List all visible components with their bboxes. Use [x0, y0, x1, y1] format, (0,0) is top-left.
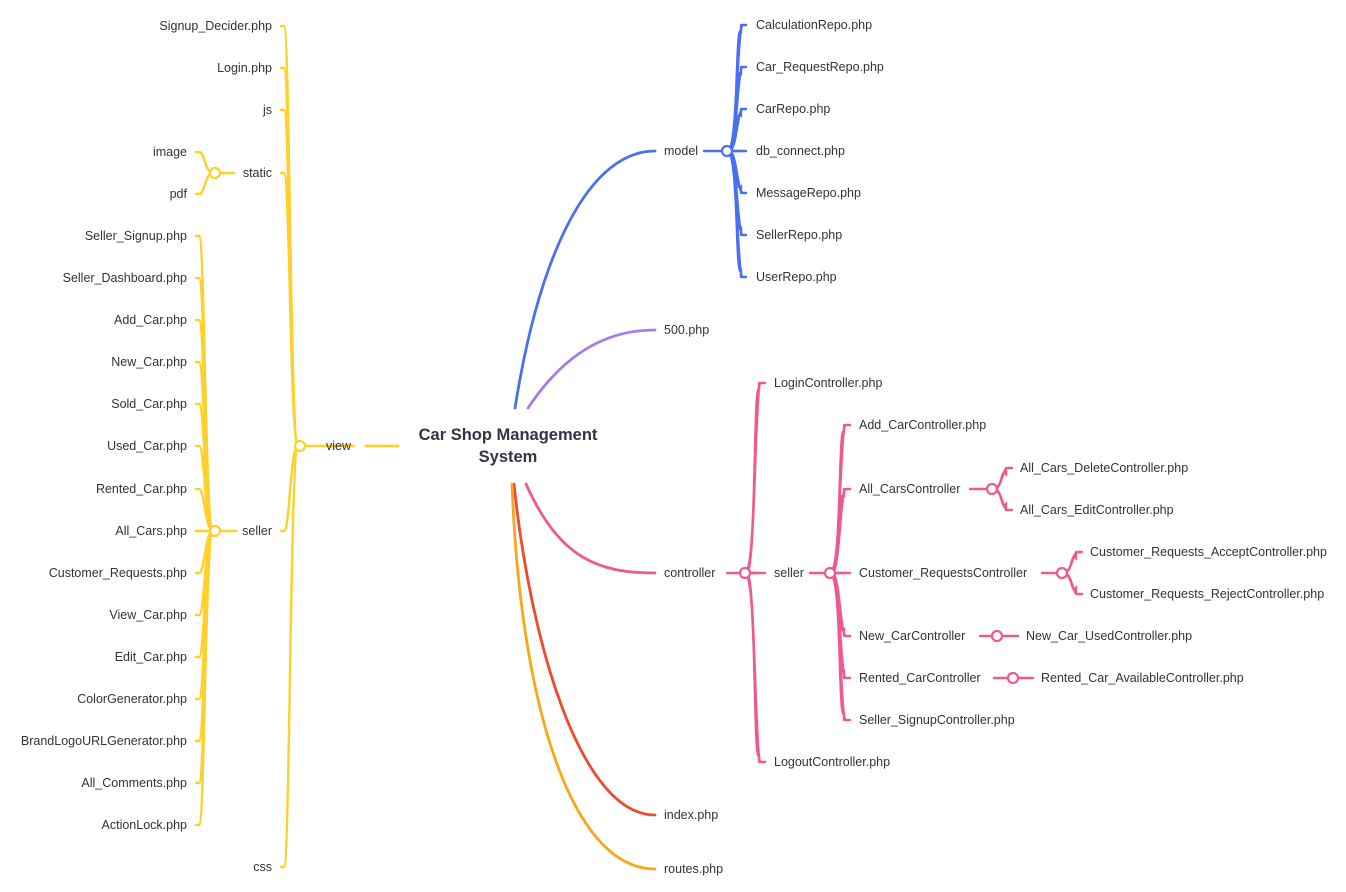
node-login[interactable]: Login.php [217, 61, 272, 75]
all-cars-collapse-knob[interactable] [985, 482, 999, 496]
node-all-comments[interactable]: All_Comments.php [81, 776, 187, 790]
node-car-repo[interactable]: CarRepo.php [756, 102, 831, 116]
node-message-repo[interactable]: MessageRepo.php [756, 186, 861, 200]
node-action-lock[interactable]: ActionLock.php [101, 818, 187, 832]
node-user-repo[interactable]: UserRepo.php [756, 270, 837, 284]
customer-requests-collapse-knob[interactable] [1055, 566, 1069, 580]
node-static[interactable]: static [242, 166, 272, 180]
rented-car-collapse-knob[interactable] [1006, 671, 1020, 685]
node-new-car-used-controller[interactable]: New_Car_UsedController.php [1026, 629, 1193, 643]
node-edit-car[interactable]: Edit_Car.php [114, 650, 187, 664]
node-car-request-repo[interactable]: Car_RequestRepo.php [756, 60, 884, 74]
edge-root-model [513, 149, 657, 410]
model-collapse-knob[interactable] [720, 144, 734, 158]
new-car-collapse-knob[interactable] [990, 629, 1004, 643]
node-new-car[interactable]: New_Car.php [111, 355, 187, 369]
node-view-seller[interactable]: seller [242, 524, 272, 538]
model-edge-6 [727, 149, 748, 279]
edge-root-controller [524, 482, 657, 575]
node-500[interactable]: 500.php [664, 323, 710, 337]
view-seller-collapse-knob[interactable] [208, 524, 222, 538]
node-seller-signup[interactable]: Seller_Signup.php [84, 229, 187, 243]
static-collapse-knob[interactable] [208, 166, 222, 180]
node-all-cars-controller[interactable]: All_CarsController [859, 482, 961, 496]
node-css[interactable]: css [253, 860, 272, 874]
node-brand-logo-url-generator[interactable]: BrandLogoURLGenerator.php [20, 734, 187, 748]
node-view[interactable]: view [326, 439, 352, 453]
node-add-car[interactable]: Add_Car.php [114, 313, 187, 327]
node-index[interactable]: index.php [664, 808, 719, 822]
node-customer-requests[interactable]: Customer_Requests.php [48, 566, 187, 580]
ctrl-edge-2 [745, 571, 767, 764]
node-rented-car[interactable]: Rented_Car.php [95, 482, 187, 496]
root-topic[interactable]: Car Shop Management System [419, 424, 598, 468]
root-topic-line1: Car Shop Management [418, 426, 598, 444]
ctrl-edge-0 [745, 381, 767, 575]
node-new-car-controller[interactable]: New_CarController [859, 629, 966, 643]
node-rented-car-controller[interactable]: Rented_CarController [859, 671, 981, 685]
node-db-connect[interactable]: db_connect.php [756, 144, 845, 158]
node-customer-requests-reject-controller[interactable]: Customer_Requests_RejectController.php [1090, 587, 1325, 601]
node-sold-car[interactable]: Sold_Car.php [111, 397, 187, 411]
edge-root-index [512, 482, 657, 817]
node-routes[interactable]: routes.php [664, 862, 724, 876]
root-topic-line2: System [478, 448, 538, 466]
node-rented-car-available-controller[interactable]: Rented_Car_AvailableController.php [1041, 671, 1244, 685]
node-controller[interactable]: controller [664, 566, 716, 580]
node-controller-seller[interactable]: seller [774, 566, 804, 580]
node-customer-requests-controller[interactable]: Customer_RequestsController [859, 566, 1028, 580]
view-edge-5 [279, 444, 300, 869]
node-model[interactable]: model [664, 144, 699, 158]
node-js[interactable]: js [262, 103, 272, 117]
node-logout-controller[interactable]: LogoutController.php [774, 755, 891, 769]
node-signup-decider[interactable]: Signup_Decider.php [159, 19, 272, 33]
node-color-generator[interactable]: ColorGenerator.php [77, 692, 187, 706]
controller-collapse-knob[interactable] [738, 566, 752, 580]
controller-seller-collapse-knob[interactable] [823, 566, 837, 580]
node-seller-signup-controller[interactable]: Seller_SignupController.php [859, 713, 1015, 727]
node-customer-requests-accept-controller[interactable]: Customer_Requests_AcceptController.php [1090, 545, 1327, 559]
edge-root-500 [526, 328, 657, 410]
edge-root-routes [510, 482, 657, 871]
node-pdf[interactable]: pdf [169, 187, 187, 201]
node-calculation-repo[interactable]: CalculationRepo.php [756, 18, 873, 32]
node-add-car-controller[interactable]: Add_CarController.php [859, 418, 987, 432]
node-all-cars[interactable]: All_Cars.php [115, 524, 187, 538]
cseller-edge-5 [830, 571, 852, 722]
node-image[interactable]: image [152, 145, 187, 159]
view-edge-3 [279, 171, 300, 448]
node-all-cars-edit-controller[interactable]: All_Cars_EditController.php [1020, 503, 1174, 517]
node-seller-dashboard[interactable]: Seller_Dashboard.php [62, 271, 187, 285]
node-used-car[interactable]: Used_Car.php [107, 439, 187, 453]
vseller-edge-14 [194, 529, 215, 827]
node-view-car[interactable]: View_Car.php [109, 608, 187, 622]
node-login-controller[interactable]: LoginController.php [774, 376, 883, 390]
node-seller-repo[interactable]: SellerRepo.php [756, 228, 843, 242]
view-collapse-knob[interactable] [293, 439, 307, 453]
node-all-cars-delete-controller[interactable]: All_Cars_DeleteController.php [1020, 461, 1189, 475]
